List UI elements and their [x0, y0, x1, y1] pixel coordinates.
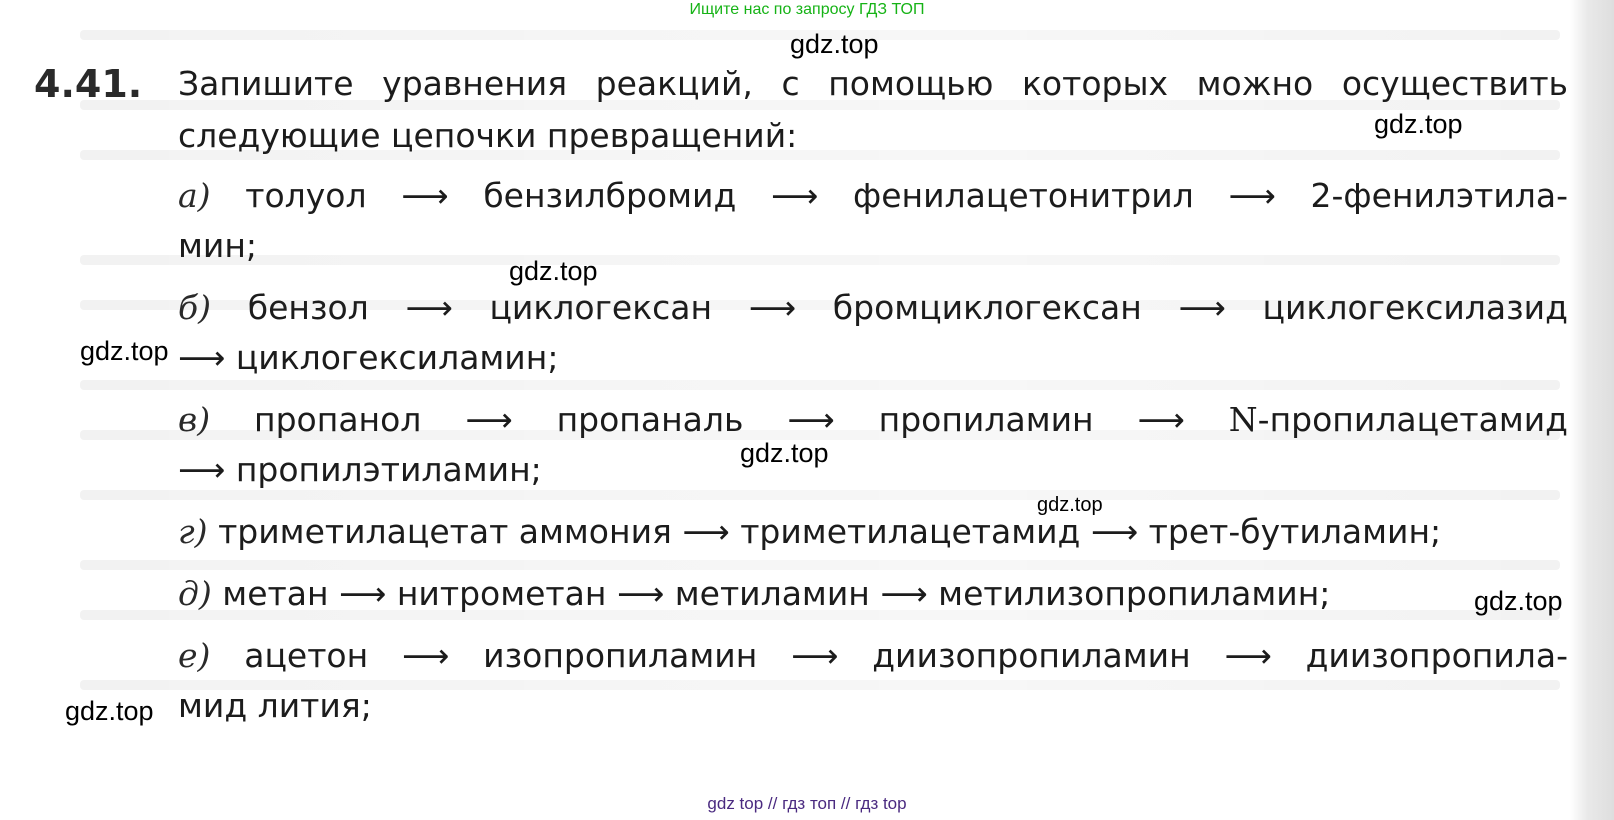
chain-step: диизопропила- — [1305, 636, 1568, 675]
chain-step: пропаналь — [556, 400, 744, 439]
chain-letter: д) — [178, 574, 212, 613]
reaction-arrow-icon: ⟶ — [402, 636, 450, 675]
chain-v: в) пропанол ⟶ пропаналь ⟶ пропиламин ⟶ N… — [178, 400, 1568, 439]
reaction-arrow-icon: ⟶ — [465, 400, 513, 439]
chain-step: триметилацетамид — [740, 512, 1081, 551]
chain-step: изопропиламин — [483, 636, 758, 675]
chain-step: -пропилацетамид — [1257, 400, 1568, 439]
watermark: gdz.top — [740, 438, 829, 468]
chain-b-continuation: ⟶ циклогексиламин; — [178, 338, 558, 377]
reaction-arrow-icon: ⟶ — [748, 288, 797, 327]
watermark: gdz.top — [1374, 109, 1463, 139]
reaction-arrow-icon: ⟶ — [880, 574, 928, 613]
reaction-arrow-icon: ⟶ — [770, 176, 819, 215]
chain-a: а) толуол ⟶ бензилбромид ⟶ фенилацетонит… — [178, 176, 1568, 215]
chain-e: е) ацетон ⟶ изопропиламин ⟶ диизопропила… — [178, 636, 1568, 675]
chain-step: циклогексилазид — [1262, 288, 1568, 327]
chain-letter: е) — [178, 636, 211, 675]
reaction-arrow-icon: ⟶ — [1090, 512, 1139, 551]
chain-step: пропанол — [254, 400, 422, 439]
chain-step: бензилбромид — [483, 176, 737, 215]
chain-step: метилизопропиламин; — [938, 574, 1331, 613]
reaction-arrow-icon: ⟶ — [1228, 176, 1276, 215]
reaction-arrow-icon: ⟶ — [178, 450, 226, 489]
bottom-banner: gdz top // гдз топ // гдз top — [707, 794, 907, 813]
reaction-arrow-icon: ⟶ — [616, 574, 665, 613]
chain-step: трет-бутиламин; — [1148, 512, 1442, 551]
reaction-arrow-icon: ⟶ — [401, 176, 449, 215]
chain-e-continuation: мид лития; — [178, 686, 372, 725]
chain-step: нитрометан — [396, 574, 607, 613]
reaction-arrow-icon: ⟶ — [405, 288, 453, 327]
reaction-arrow-icon: ⟶ — [1224, 636, 1272, 675]
chain-letter: а) — [178, 176, 211, 215]
reaction-arrow-icon: ⟶ — [787, 400, 835, 439]
intro-line-2: следующие цепочки превращений: — [178, 116, 798, 155]
reaction-arrow-icon: ⟶ — [1137, 400, 1185, 439]
watermark: gdz.top — [1037, 494, 1103, 516]
watermark: gdz.top — [65, 696, 154, 726]
watermark: gdz.top — [509, 256, 598, 286]
reaction-arrow-icon: ⟶ — [791, 636, 839, 675]
reaction-arrow-icon: ⟶ — [339, 574, 387, 613]
watermark: gdz.top — [1474, 586, 1563, 616]
reaction-arrow-icon: ⟶ — [682, 512, 730, 551]
chain-letter: в) — [178, 400, 211, 439]
watermark: gdz.top — [790, 29, 879, 59]
intro-line-1: Запишите уравнения реакций, с помощью ко… — [178, 64, 1568, 103]
reaction-arrow-icon: ⟶ — [178, 338, 226, 377]
chain-step: метиламин — [674, 574, 870, 613]
chain-d: д) метан ⟶ нитрометан ⟶ метиламин ⟶ мети… — [178, 574, 1330, 613]
chain-step: триметилацетат аммония — [218, 512, 672, 551]
chain-step: толуол — [245, 176, 367, 215]
chain-step: ацетон — [244, 636, 369, 675]
chain-g: г) триметилацетат аммония ⟶ триметилацет… — [178, 512, 1441, 551]
chain-a-continuation: мин; — [178, 226, 258, 265]
top-banner: Ищите нас по запросу ГДЗ ТОП — [689, 1, 925, 18]
chain-step: циклогексиламин; — [235, 338, 559, 377]
chain-v-continuation: ⟶ пропилэтиламин; — [178, 450, 542, 489]
reaction-arrow-icon: ⟶ — [1178, 288, 1226, 327]
chain-step: метан — [222, 574, 329, 613]
chain-letter: б) — [178, 288, 212, 327]
chain-step: бромциклогексан — [832, 288, 1142, 327]
chain-step: пропилэтиламин; — [235, 450, 542, 489]
chain-letter: г) — [178, 512, 208, 551]
chain-b: б) бензол ⟶ циклогексан ⟶ бромциклогекса… — [178, 288, 1568, 327]
n-prefix: N — [1228, 400, 1258, 439]
chain-step: бензол — [247, 288, 369, 327]
chain-step: пропиламин — [878, 400, 1094, 439]
watermark: gdz.top — [80, 336, 169, 366]
chain-step: диизопропиламин — [872, 636, 1191, 675]
page-edge-shadow — [1570, 0, 1614, 820]
chain-step: циклогексан — [489, 288, 713, 327]
chain-step: фенилацетонитрил — [853, 176, 1194, 215]
problem-number: 4.41. — [34, 62, 143, 106]
chain-step: 2-фенилэтила- — [1310, 176, 1569, 215]
